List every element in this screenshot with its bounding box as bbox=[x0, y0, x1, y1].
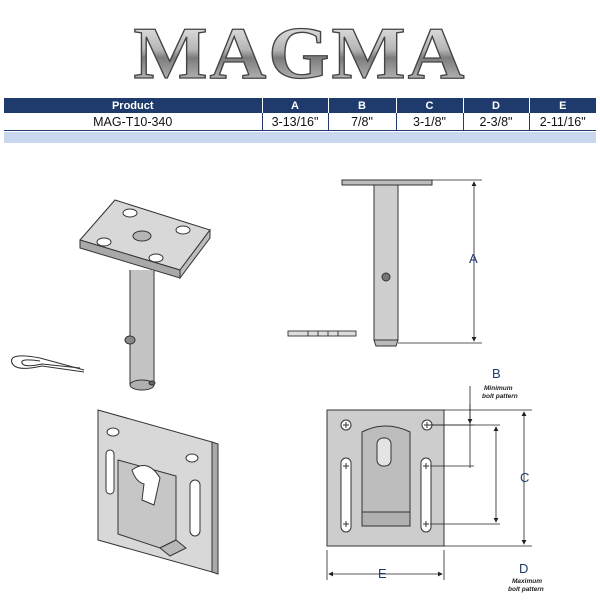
cell-product: MAG-T10-340 bbox=[4, 113, 263, 131]
dimension-e-label: E bbox=[378, 566, 387, 581]
maximum-bolt-note-2: bolt pattern bbox=[508, 586, 544, 593]
spec-table-header-row: Product A B C D E bbox=[4, 98, 596, 113]
cell-c: 3-1/8" bbox=[396, 113, 464, 131]
dimension-a-label: A bbox=[469, 251, 478, 266]
technical-drawing: A bbox=[11, 179, 544, 593]
dimension-lines bbox=[326, 386, 532, 580]
minimum-bolt-note-1: Minimum bbox=[484, 385, 513, 392]
cotter-pin-side bbox=[287, 330, 357, 337]
socket-plate-front bbox=[326, 409, 445, 547]
mount-post-iso bbox=[79, 199, 211, 391]
socket-plate-iso bbox=[97, 409, 219, 575]
post-side-view bbox=[341, 179, 433, 347]
header-c: C bbox=[396, 98, 464, 113]
dimension-a bbox=[398, 179, 482, 344]
cell-e: 2-11/16" bbox=[529, 113, 596, 131]
header-e: E bbox=[529, 98, 596, 113]
header-a: A bbox=[262, 98, 329, 113]
table-stripe bbox=[4, 132, 596, 143]
cell-b: 7/8" bbox=[328, 113, 397, 131]
table-row: MAG-T10-340 3-13/16" 7/8" 3-1/8" 2-3/8" … bbox=[4, 113, 596, 131]
header-product: Product bbox=[4, 98, 263, 113]
header-d: D bbox=[463, 98, 530, 113]
maximum-bolt-note-1: Maximum bbox=[512, 578, 542, 585]
cell-d: 2-3/8" bbox=[463, 113, 530, 131]
cotter-pin bbox=[11, 355, 85, 373]
header-b: B bbox=[328, 98, 397, 113]
magma-logo: MAGMA bbox=[133, 12, 467, 92]
dimension-b-label: B bbox=[492, 366, 501, 381]
dimension-d-label: D bbox=[519, 561, 528, 576]
dimension-c-label: C bbox=[520, 470, 529, 485]
minimum-bolt-note-2: bolt pattern bbox=[482, 393, 518, 400]
spec-table: Product A B C D E MAG-T10-340 3-13/16" 7… bbox=[4, 98, 596, 131]
magma-logo-text: MAGMA bbox=[134, 13, 467, 92]
cell-a: 3-13/16" bbox=[262, 113, 329, 131]
